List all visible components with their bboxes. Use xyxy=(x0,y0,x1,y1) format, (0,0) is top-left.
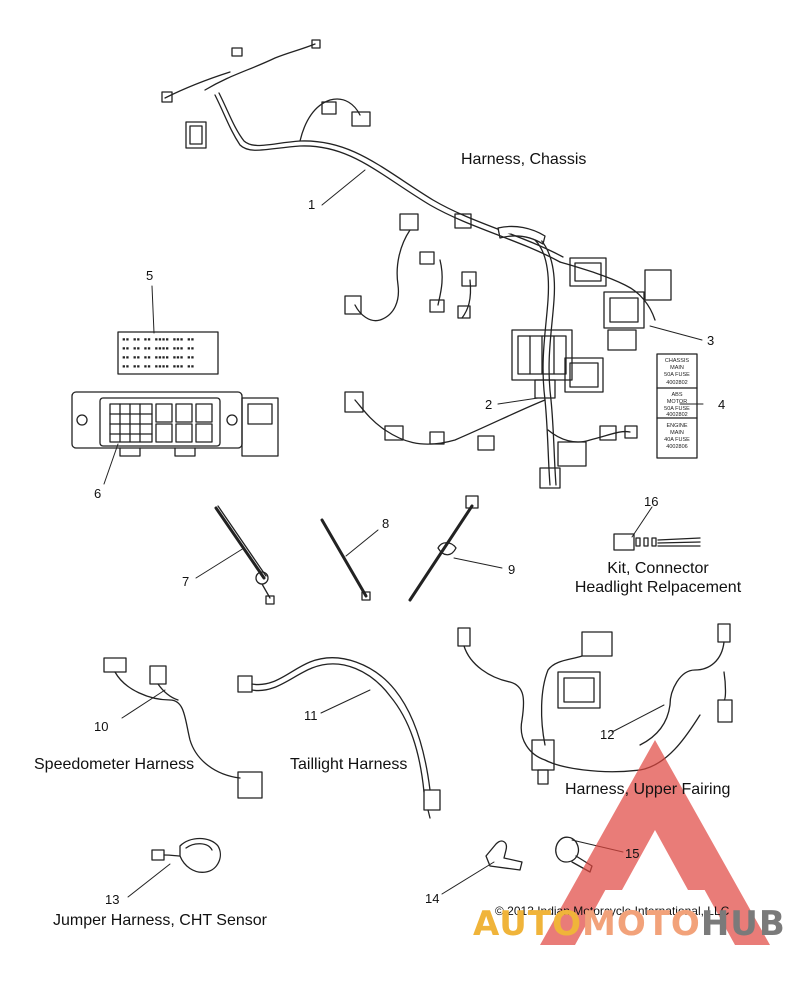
caption-kit-connector-line1: Kit, Connector xyxy=(607,560,709,577)
callout-8: 8 xyxy=(382,516,390,531)
callout-1: 1 xyxy=(308,197,316,212)
callout-5: 5 xyxy=(146,268,154,283)
svg-text:▪▪ ▪▪ ▪▪ ▪▪▪▪ ▪▪▪ ▪▪: ▪▪ ▪▪ ▪▪ ▪▪▪▪ ▪▪▪ ▪▪ xyxy=(122,336,194,343)
fuse-box xyxy=(71,391,279,457)
leader-lines xyxy=(103,169,704,898)
cable-tie-8 xyxy=(320,518,371,601)
caption-harness-chassis: Harness, Chassis xyxy=(461,151,587,168)
watermark-part-3: HUB xyxy=(700,904,786,944)
callout-14: 14 xyxy=(425,891,440,906)
fuse-text-9: MAIN xyxy=(670,430,684,436)
caption-kit-connector: Kit, Connector Headlight Relpacement xyxy=(560,559,756,597)
fuse-label-plate-text: CHASSIS MAIN 50A FUSE 4002802 ABS MOTOR … xyxy=(664,358,690,450)
cable-tie-9 xyxy=(408,495,479,602)
fuse-text-8: ENGINE xyxy=(666,423,687,429)
callout-3: 3 xyxy=(707,333,715,348)
fuse-text-6: 50A FUSE xyxy=(664,406,690,412)
caption-speedometer-harness: Speedometer Harness xyxy=(34,756,195,773)
callout-4: 4 xyxy=(718,397,726,412)
connector-kit xyxy=(613,533,701,551)
fuse-text-3: 4002802 xyxy=(666,380,687,386)
callout-7: 7 xyxy=(182,574,190,589)
speedometer-harness xyxy=(103,657,263,799)
fuse-text-0: CHASSIS xyxy=(665,358,689,364)
upper-fairing-harness xyxy=(457,623,733,785)
cable-tie-7 xyxy=(214,505,275,605)
fuse-label-plate xyxy=(656,353,698,459)
watermark-part-2: MOTO xyxy=(581,904,701,944)
svg-text:▪▪ ▪▪ ▪▪ ▪▪▪▪ ▪▪▪ ▪▪: ▪▪ ▪▪ ▪▪ ▪▪▪▪ ▪▪▪ ▪▪ xyxy=(122,345,194,352)
callout-11: 11 xyxy=(304,708,318,723)
fuse-box-label-text: ▪▪ ▪▪ ▪▪ ▪▪▪▪ ▪▪▪ ▪▪ ▪▪ ▪▪ ▪▪ ▪▪▪▪ ▪▪▪ ▪… xyxy=(122,336,194,370)
callout-6: 6 xyxy=(94,486,102,501)
fuse-text-7: 4002802 xyxy=(666,412,687,418)
svg-text:▪▪ ▪▪ ▪▪ ▪▪▪▪ ▪▪▪ ▪▪: ▪▪ ▪▪ ▪▪ ▪▪▪▪ ▪▪▪ ▪▪ xyxy=(122,363,194,370)
fuse-text-1: MAIN xyxy=(670,365,684,371)
callout-15: 15 xyxy=(625,846,640,861)
fuse-text-10: 40A FUSE xyxy=(664,437,690,443)
callout-2: 2 xyxy=(485,397,493,412)
callout-13: 13 xyxy=(105,892,120,907)
callout-10: 10 xyxy=(94,719,109,734)
fuse-box-label xyxy=(117,331,219,375)
clip-14 xyxy=(485,840,523,871)
chassis-harness xyxy=(161,39,672,489)
watermark-triangle xyxy=(540,740,770,945)
caption-upper-fairing: Harness, Upper Fairing xyxy=(565,781,731,798)
copyright-notice: © 2013 Indian Motorcycle International, … xyxy=(495,904,730,918)
caption-jumper-harness: Jumper Harness, CHT Sensor xyxy=(53,912,267,929)
callout-12: 12 xyxy=(600,727,615,742)
watermark-part-1: AUTO xyxy=(473,904,582,944)
watermark-logo: AUTOMOTOHUB xyxy=(473,904,786,944)
fuse-text-2: 50A FUSE xyxy=(664,372,690,378)
taillight-harness xyxy=(237,657,441,819)
callout-16: 16 xyxy=(644,494,659,509)
svg-text:▪▪ ▪▪ ▪▪ ▪▪▪▪ ▪▪▪ ▪▪: ▪▪ ▪▪ ▪▪ ▪▪▪▪ ▪▪▪ ▪▪ xyxy=(122,354,194,361)
fuse-text-11: 4002806 xyxy=(666,444,687,450)
caption-kit-connector-line2: Headlight Relpacement xyxy=(574,579,742,596)
fuse-text-4: ABS xyxy=(671,392,682,398)
jumper-harness xyxy=(151,837,221,873)
fuse-text-5: MOTOR xyxy=(667,399,687,405)
callout-9: 9 xyxy=(508,562,516,577)
caption-taillight-harness: Taillight Harness xyxy=(290,756,408,773)
